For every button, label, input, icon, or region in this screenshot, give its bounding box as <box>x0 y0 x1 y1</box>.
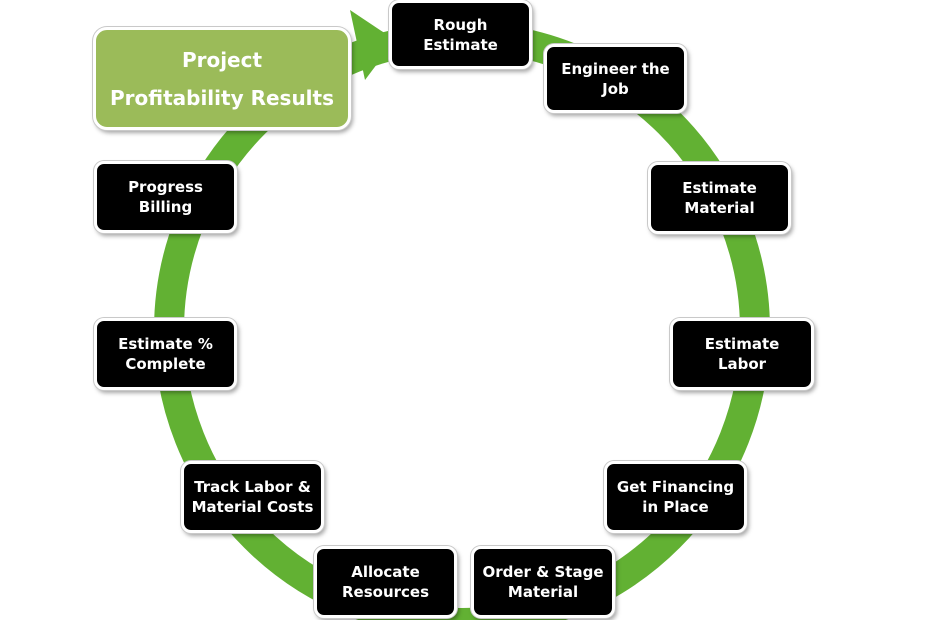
step-label: Allocate Resources <box>341 563 430 601</box>
step-label: Rough Estimate <box>423 15 498 54</box>
step-engineer-the-job: Engineer the Job <box>544 44 687 113</box>
step-label: Estimate Labor <box>704 335 780 373</box>
step-estimate-complete: Estimate % Complete <box>94 318 237 390</box>
step-label: Engineer the Job <box>561 59 670 98</box>
step-label: Progress Billing <box>128 178 203 216</box>
step-order-stage-material: Order & Stage Material <box>471 546 615 618</box>
step-label: Estimate % Complete <box>118 335 213 373</box>
cycle-arrow-head-icon <box>350 10 395 80</box>
result-box: Project Profitability Results <box>93 27 351 130</box>
step-get-financing: Get Financing in Place <box>604 461 747 533</box>
step-label: Order & Stage Material <box>482 563 604 601</box>
step-rough-estimate: Rough Estimate <box>389 0 532 69</box>
step-track-labor-material: Track Labor & Material Costs <box>181 461 324 533</box>
step-estimate-material: Estimate Material <box>648 162 791 234</box>
step-allocate-resources: Allocate Resources <box>314 546 457 618</box>
step-label: Track Labor & Material Costs <box>191 478 314 516</box>
result-box-label: Project Profitability Results <box>109 47 334 110</box>
step-label: Estimate Material <box>682 179 757 217</box>
step-progress-billing: Progress Billing <box>94 161 237 233</box>
step-label: Get Financing in Place <box>616 478 735 516</box>
step-estimate-labor: Estimate Labor <box>670 318 814 390</box>
